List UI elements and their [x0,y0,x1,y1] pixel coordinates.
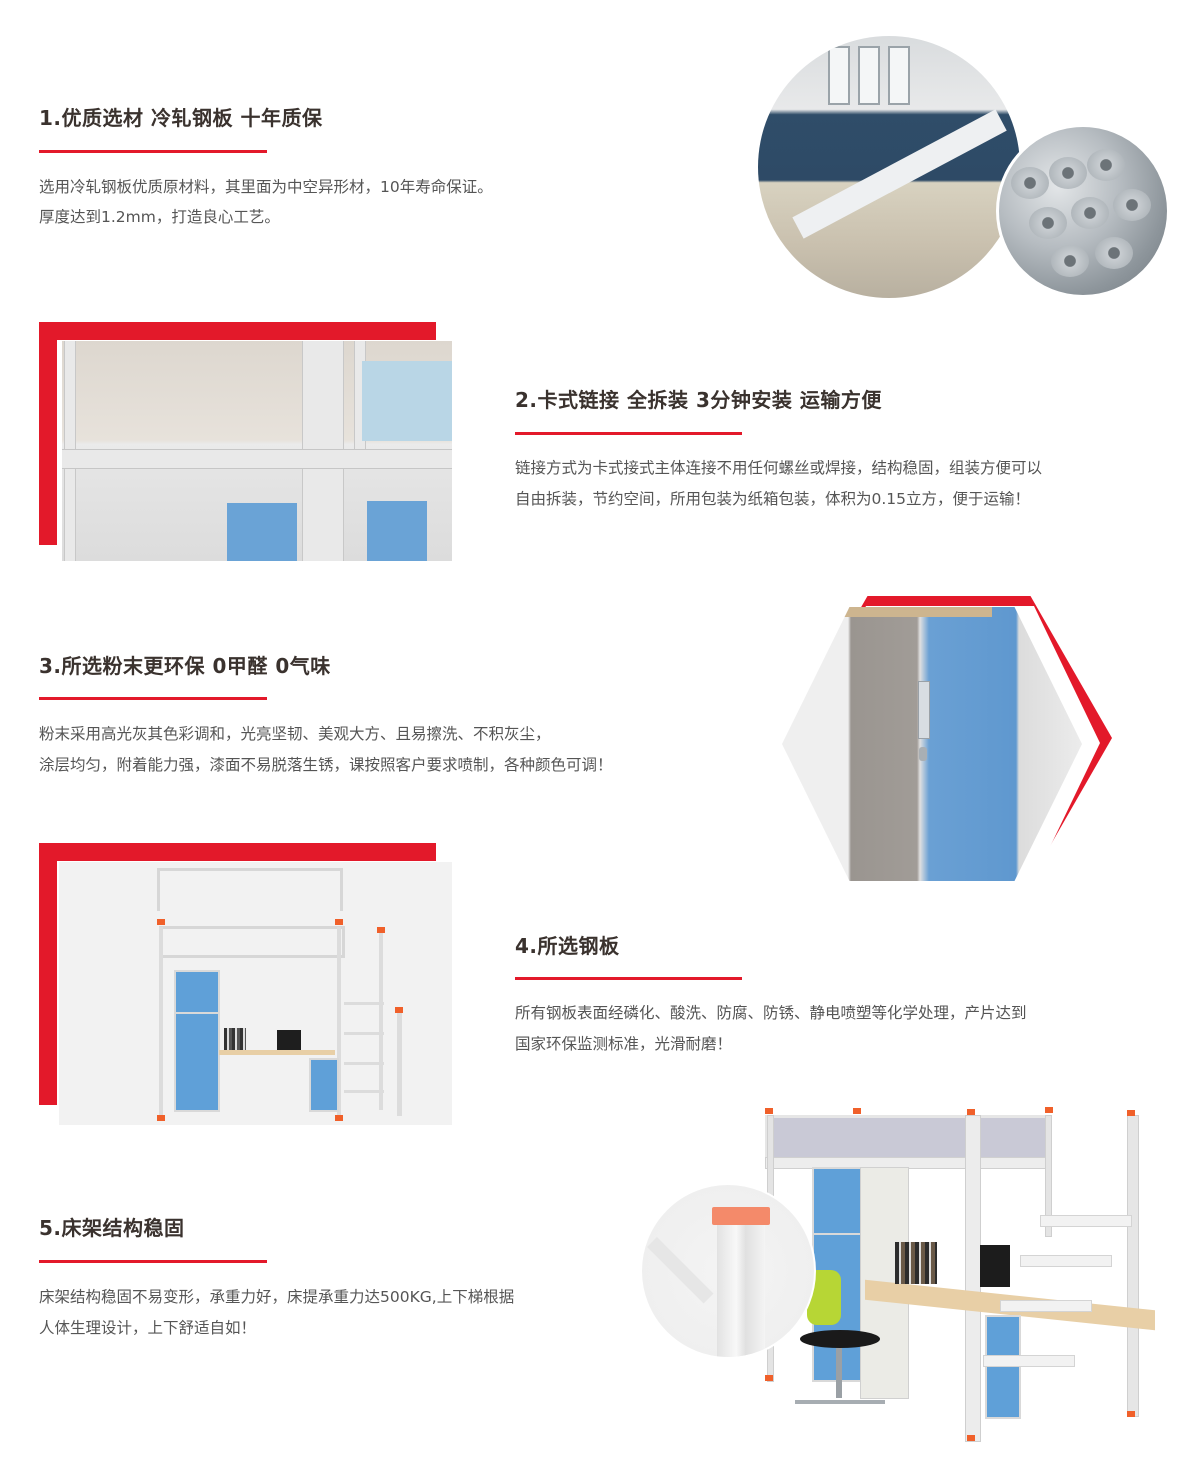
locker-lock [919,747,927,761]
section-4-title: 4.所选钢板 [515,934,620,958]
section-3-text-line-2: 涂层均匀，附着能力强，漆面不易脱落生锈，课按照客户要求喷制，各种颜色可调！ [39,756,613,774]
section-5-text-line-1: 床架结构稳固不易变形，承重力好，床提承重力达500KG,上下梯根据 [39,1288,515,1306]
bed-post-detail-photo [640,1183,816,1359]
section-1-text-line-1: 选用冷轧钢板优质原材料，其里面为中空异形材，10年寿命保证。 [39,178,493,196]
books [224,1028,246,1050]
section-4-red-bracket-left [39,843,57,1105]
section-1-divider [39,150,267,153]
section-5-text-line-2: 人体生理设计，上下舒适自如！ [39,1319,257,1337]
section-2-red-bracket-top [39,322,436,340]
chair-seat [800,1330,880,1348]
section-4-red-bracket-top [39,843,436,861]
laptop [980,1245,1010,1287]
section-4-divider [515,977,742,980]
laptop [277,1030,301,1050]
section-3-title: 3.所选粉末更环保 0甲醛 0气味 [39,654,331,678]
orange-post-cap [712,1207,770,1225]
section-4-text-line-1: 所有钢板表面经磷化、酸洗、防腐、防锈、静电喷塑等化学处理，产片达到 [515,1004,1027,1022]
section-2-text-line-2: 自由拆装，节约空间，所用包装为纸箱包装，体积为0.15立方，便于运输！ [515,490,1031,508]
loft-bed-with-stairs-and-chair-photo [755,1105,1155,1450]
section-2-title: 2.卡式链接 全拆装 3分钟安装 运输方便 [515,388,882,412]
mattress [765,1115,1051,1161]
section-1-title: 1.优质选材 冷轧钢板 十年质保 [39,106,323,130]
books [895,1242,937,1284]
locker-handle [918,681,930,739]
section-5-title: 5.床架结构稳固 [39,1216,185,1240]
section-3-text-line-1: 粉末采用高光灰其色彩调和，光亮坚韧、美观大方、且易擦洗、不积灰尘， [39,725,551,743]
section-2-text-line-1: 链接方式为卡式接式主体连接不用任何螺丝或焊接，结构稳固，组装方便可以 [515,459,1043,477]
section-1-text-line-2: 厚度达到1.2mm，打造良心工艺。 [39,208,280,226]
section-2-divider [515,432,742,435]
bed-frame-card-joint-photo [62,341,452,561]
section-4-text-line-2: 国家环保监测标准，光滑耐磨！ [515,1035,733,1053]
steel-roll-forming-machine-photo [758,36,1020,298]
section-2-red-bracket-left [39,322,57,545]
loft-bed-with-desk-photo [59,862,452,1125]
steel-coils-photo [996,124,1170,298]
blue-locker-door-photo [782,607,1082,881]
section-5-divider [39,1260,267,1263]
section-3-divider [39,697,267,700]
